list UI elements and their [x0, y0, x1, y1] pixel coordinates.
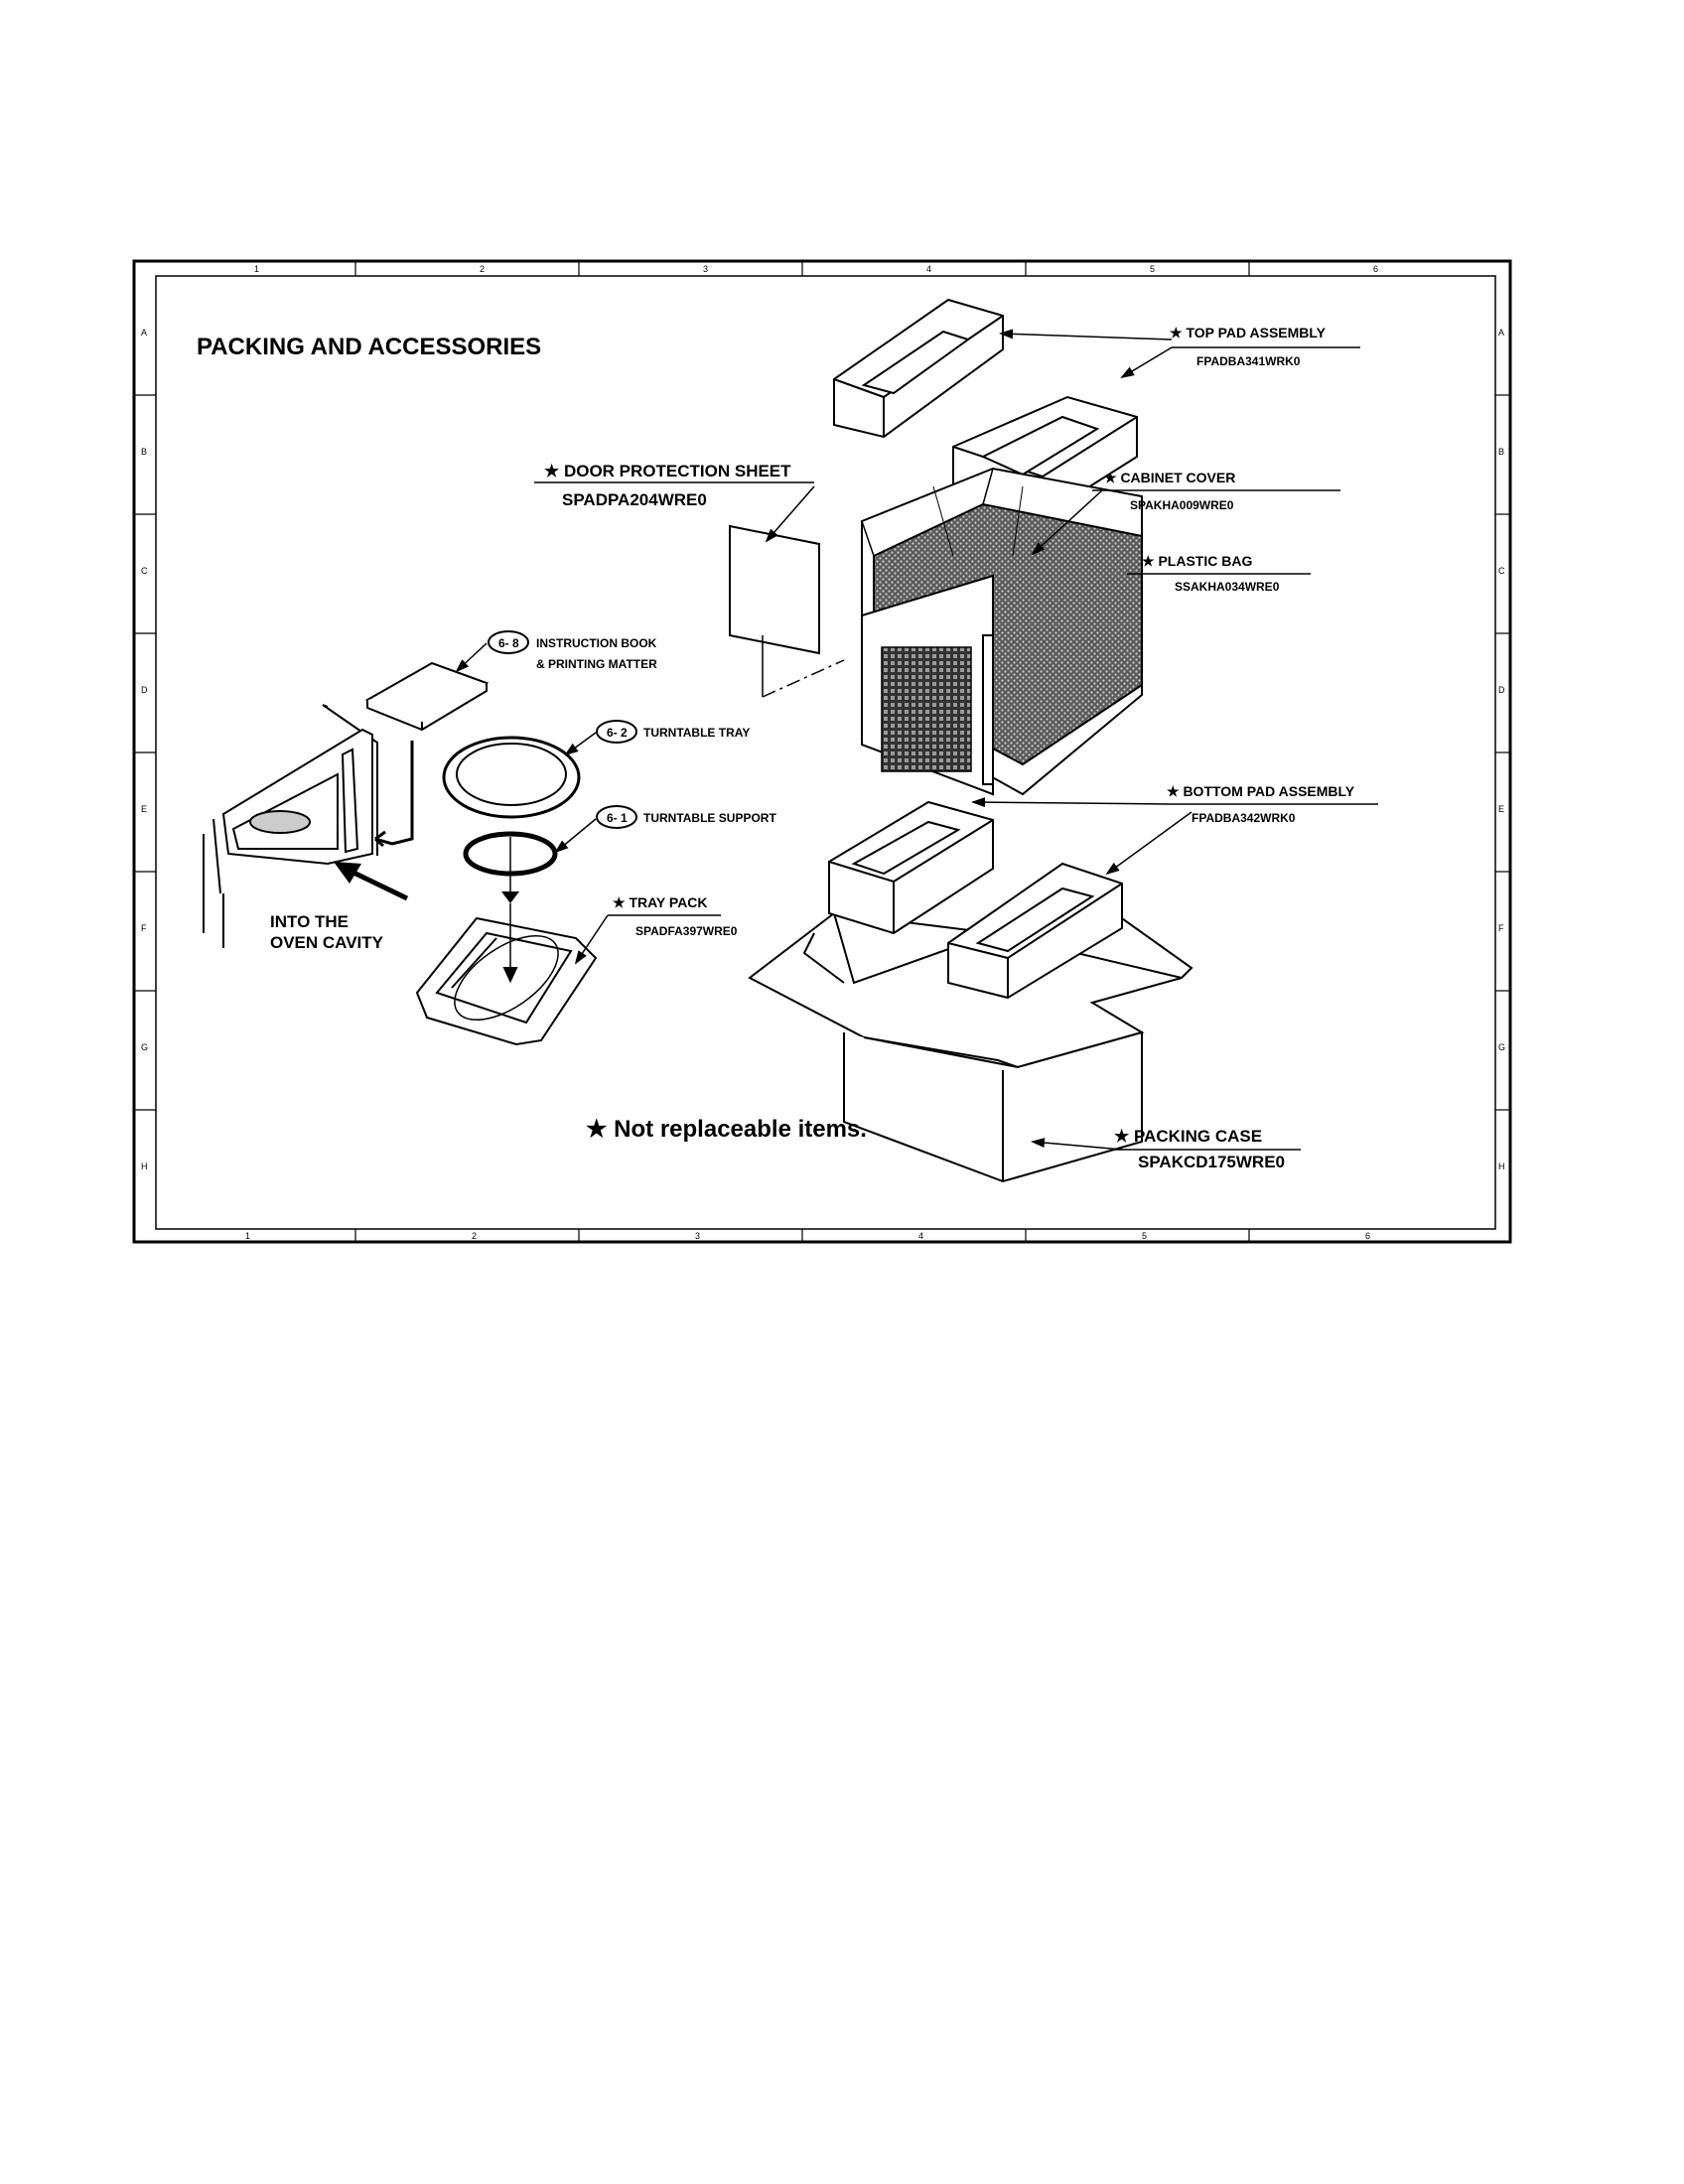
col-mark-2: 2	[480, 264, 485, 274]
oven-note-line1: INTO THE	[270, 912, 349, 931]
turntable-support-name: TURNTABLE SUPPORT	[643, 811, 776, 825]
instruction-book-name-2: & PRINTING MATTER	[536, 657, 657, 671]
packing-case-code: SPAKCD175WRE0	[1138, 1153, 1285, 1171]
oven-cavity-illustration	[203, 704, 414, 948]
instruction-book-ref: 6- 8	[498, 636, 519, 650]
row-mark-d-right: D	[1498, 685, 1505, 695]
row-mark-c: C	[141, 566, 148, 576]
microwave-unit-illustration	[861, 467, 1143, 796]
ref-circles	[488, 630, 637, 829]
top-pad-assembly-illustration	[833, 298, 1138, 518]
tray-pack-code: SPADFA397WRE0	[635, 924, 738, 938]
packing-case-name: ★ PACKING CASE	[1114, 1127, 1262, 1146]
plastic-bag-code: SSAKHA034WRE0	[1175, 580, 1280, 594]
col-mark-4-bottom: 4	[918, 1231, 923, 1241]
col-mark-5-bottom: 5	[1142, 1231, 1147, 1241]
top-pad-name: ★ TOP PAD ASSEMBLY	[1170, 325, 1327, 341]
door-sheet-name: ★ DOOR PROTECTION SHEET	[544, 462, 791, 480]
row-mark-a: A	[141, 328, 147, 338]
footnote: ★ Not replaceable items.	[586, 1116, 867, 1143]
page-title: PACKING AND ACCESSORIES	[197, 334, 541, 360]
top-pad-code: FPADBA341WRK0	[1196, 354, 1301, 368]
row-mark-h-right: H	[1498, 1161, 1505, 1171]
leader-lines	[455, 329, 1378, 1151]
row-mark-f-right: F	[1498, 923, 1504, 933]
door-sheet-code: SPADPA204WRE0	[562, 490, 707, 509]
col-mark-4: 4	[926, 264, 931, 274]
row-mark-g-right: G	[1498, 1042, 1505, 1052]
part-labels: ★ TOP PAD ASSEMBLY FPADBA341WRK0 ★ DOOR …	[270, 325, 1355, 1171]
row-mark-f: F	[141, 923, 147, 933]
row-mark-a-right: A	[1498, 328, 1504, 338]
col-mark-6: 6	[1373, 264, 1378, 274]
turntable-tray-name: TURNTABLE TRAY	[643, 726, 750, 740]
bottom-pad-code: FPADBA342WRK0	[1192, 811, 1296, 825]
turntable-tray-illustration	[442, 736, 581, 819]
turntable-support-illustration	[463, 831, 558, 903]
row-mark-d: D	[141, 685, 148, 695]
row-mark-e: E	[141, 804, 147, 814]
col-mark-2-bottom: 2	[472, 1231, 477, 1241]
plastic-bag-name: ★ PLASTIC BAG	[1142, 553, 1252, 569]
row-mark-g: G	[141, 1042, 148, 1052]
col-mark-3: 3	[703, 264, 708, 274]
cabinet-cover-name: ★ CABINET COVER	[1104, 470, 1235, 485]
row-mark-b-right: B	[1498, 447, 1504, 457]
col-mark-1-bottom: 1	[245, 1231, 250, 1241]
row-mark-h: H	[141, 1161, 148, 1171]
drawing-frame	[132, 259, 1512, 1244]
cabinet-cover-code: SPAKHA009WRE0	[1130, 498, 1234, 512]
oven-note-line2: OVEN CAVITY	[270, 933, 384, 952]
col-mark-5: 5	[1150, 264, 1155, 274]
tray-pack-illustration	[415, 903, 598, 1046]
bottom-pad-name: ★ BOTTOM PAD ASSEMBLY	[1167, 783, 1355, 799]
turntable-tray-ref: 6- 2	[607, 726, 628, 740]
instruction-book-name-1: INSTRUCTION BOOK	[536, 636, 657, 650]
row-mark-e-right: E	[1498, 804, 1504, 814]
col-mark-1: 1	[254, 264, 259, 274]
frame-marks: 1 2 3 4 5 6 1 2 3 4 5 6 A B C D E F G H …	[141, 264, 1505, 1241]
turntable-support-ref: 6- 1	[607, 811, 628, 825]
col-mark-6-bottom: 6	[1365, 1231, 1370, 1241]
row-mark-b: B	[141, 447, 147, 457]
tray-pack-name: ★ TRAY PACK	[613, 894, 708, 910]
insert-direction-arrow	[334, 862, 409, 901]
bottom-pad-assembly-illustration	[828, 800, 1123, 1000]
col-mark-3-bottom: 3	[695, 1231, 700, 1241]
row-mark-c-right: C	[1498, 566, 1505, 576]
instruction-book-illustration	[364, 661, 490, 732]
door-protection-sheet-illustration	[729, 524, 845, 698]
